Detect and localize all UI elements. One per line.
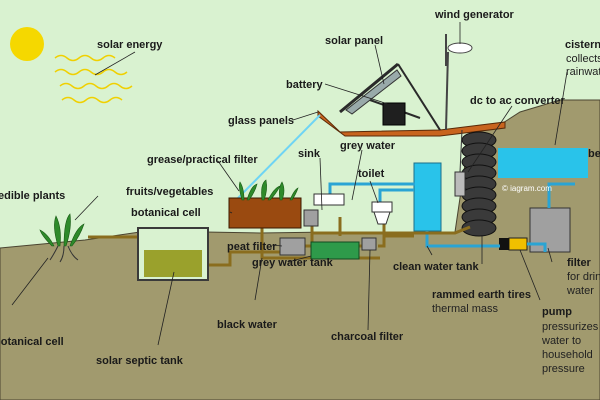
label-pump-line1: pressurizes bbox=[542, 321, 599, 333]
label-botanical-cell-upper: botanical cell bbox=[131, 207, 201, 219]
label-peat-filter: peat filter bbox=[227, 241, 277, 253]
label-filter-line2: water bbox=[566, 285, 594, 297]
label-cistern-line1: collects bbox=[566, 53, 600, 65]
rammed-earth-tires bbox=[461, 131, 497, 237]
label-berm: berm bbox=[588, 148, 600, 160]
label-black-water: black water bbox=[217, 319, 278, 331]
label-botanical-cell-lower: botanical cell bbox=[0, 336, 64, 348]
solar-septic-tank bbox=[137, 227, 209, 281]
roof bbox=[317, 109, 506, 137]
label-grey-water-tank: grey water tank bbox=[252, 257, 334, 269]
label-thermal-mass: thermal mass bbox=[432, 303, 499, 315]
sink bbox=[313, 193, 345, 206]
pointer-lines bbox=[11, 22, 568, 346]
label-pump-line2: water to bbox=[541, 335, 581, 347]
label-grease-filter: grease/practical filter bbox=[147, 154, 258, 166]
grease-filter bbox=[303, 209, 319, 227]
label-grey-water: grey water bbox=[340, 140, 396, 152]
label-solar-energy: solar energy bbox=[97, 39, 163, 51]
label-clean-water-tank: clean water tank bbox=[393, 261, 479, 273]
solar-energy-rays bbox=[54, 54, 133, 104]
toilet bbox=[371, 201, 393, 225]
label-pump-line3: household bbox=[542, 349, 593, 361]
cistern-water bbox=[498, 148, 588, 178]
label-filter: filter bbox=[567, 257, 592, 269]
label-cistern-line2: rainwater bbox=[566, 66, 600, 78]
label-toilet: toilet bbox=[358, 168, 385, 180]
charcoal-filter bbox=[361, 237, 377, 251]
edible-plants bbox=[39, 213, 85, 247]
label-dc-ac-converter: dc to ac converter bbox=[470, 95, 565, 107]
label-pump-line4: pressure bbox=[542, 363, 585, 375]
label-sink: sink bbox=[298, 148, 321, 160]
label-glass-panels: glass panels bbox=[228, 115, 294, 127]
grey-water-tank-box bbox=[310, 241, 360, 260]
label-solar-septic-tank: solar septic tank bbox=[96, 355, 184, 367]
edible-plant-roots bbox=[49, 245, 79, 263]
glass-panel-line bbox=[237, 114, 321, 199]
label-wind-generator: wind generator bbox=[434, 9, 515, 21]
label-battery: battery bbox=[286, 79, 324, 91]
battery bbox=[382, 102, 406, 126]
botanical-cell bbox=[228, 197, 302, 229]
label-filter-line1: for drinking bbox=[567, 271, 600, 283]
label-solar-panel: solar panel bbox=[325, 35, 383, 47]
dc-ac-converter bbox=[454, 171, 466, 197]
label-pump: pump bbox=[542, 306, 572, 318]
label-edible-plants: edible plants bbox=[0, 190, 65, 202]
pump bbox=[508, 237, 528, 251]
peat-filter bbox=[279, 237, 306, 256]
label-rammed-earth-tires: rammed earth tires bbox=[432, 289, 531, 301]
watermark: © iagram.com bbox=[502, 184, 552, 193]
fruits-vegetables-plants bbox=[239, 179, 299, 201]
wind-generator bbox=[445, 34, 473, 131]
label-fruits-vegetables: fruits/vegetables bbox=[126, 186, 213, 198]
label-charcoal-filter: charcoal filter bbox=[331, 331, 404, 343]
clean-water-tank bbox=[413, 162, 442, 232]
sun-icon bbox=[10, 27, 44, 61]
label-cistern: cistern bbox=[565, 39, 600, 51]
